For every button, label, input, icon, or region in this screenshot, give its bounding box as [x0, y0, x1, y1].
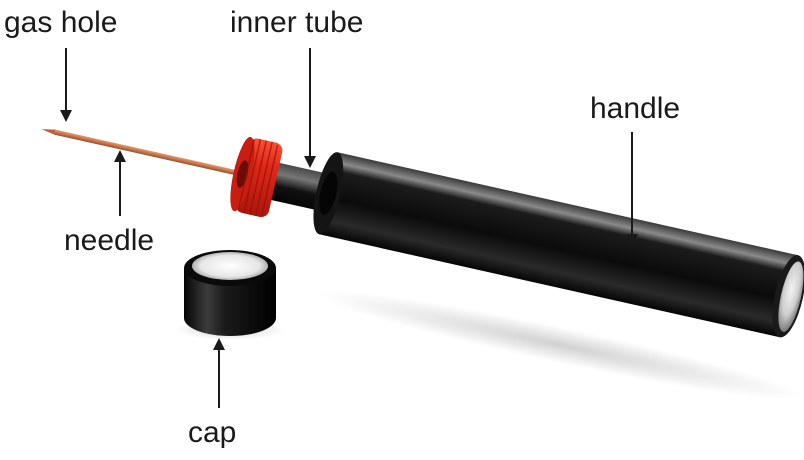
arrow-inner-tube [304, 48, 316, 168]
cap-shape [184, 250, 276, 336]
arrow-cap [213, 338, 225, 408]
arrow-needle [114, 150, 126, 216]
label-handle: handle [590, 92, 680, 125]
needle-shape [41, 127, 251, 179]
red-ring-shape [225, 135, 284, 219]
arrow-gas-hole [60, 48, 72, 122]
label-cap: cap [188, 416, 236, 449]
label-inner-tube: inner tube [230, 6, 363, 39]
label-gas-hole: gas hole [4, 6, 117, 39]
label-needle: needle [64, 224, 154, 257]
